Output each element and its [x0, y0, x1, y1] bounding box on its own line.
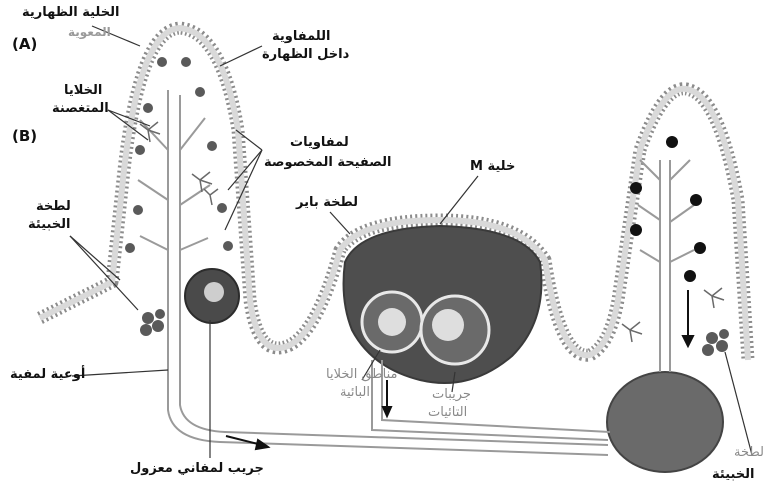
epithelial-cell-label-2: المعوية [68, 26, 111, 40]
isolated-follicle-glow [204, 282, 224, 302]
isolated-follicle-label: جريب لمفاني معزول [130, 462, 264, 477]
germinal-patch-right-cluster [702, 329, 729, 356]
epithelial-cell-label-1: الخلية الظهارية [22, 6, 119, 21]
m-cell-label: خلية M [470, 160, 515, 175]
lamina-propria-label-2: الصفيحة المخصوصة [264, 156, 391, 171]
lymph-vessels-label: أوعية لمفية [10, 368, 85, 383]
label-b: (B) [12, 128, 37, 145]
intraepithelial-lymph-label-2: داخل الظهارة [262, 48, 349, 63]
t-cell-follicles-label-1: جريبات [432, 388, 471, 403]
germinal-patch-right-label-1: لطخة [734, 446, 764, 461]
germinal-patch-left-cluster [140, 309, 165, 336]
germinal-center-glow-2 [432, 309, 464, 341]
b-cell-zone-label-1: مناطق الخلايا [326, 368, 397, 383]
dendritic-cells-label-1: الخلايا [64, 84, 102, 99]
germinal-patch-left-label-2: الخبيئة [28, 218, 71, 233]
b-cell-zone-label-2: البائية [340, 386, 370, 401]
germinal-patch-right-label-2: الخبيئة [712, 468, 755, 483]
lamina-propria-label-1: لمفاويات [290, 136, 349, 151]
dendritic-cells-label-2: المتغصنة [52, 102, 109, 117]
peyers-patch-label: لطخة باير [296, 196, 358, 211]
t-cell-follicles-label-2: التائيات [428, 406, 467, 421]
villus-branches-right [638, 160, 694, 262]
label-a: (A) [12, 36, 37, 53]
germinal-center-glow-1 [378, 308, 406, 336]
germinal-patch-left-label-1: لطخة [36, 200, 71, 215]
intraepithelial-lymph-label-1: اللمفاوية [272, 30, 330, 45]
lymph-node [607, 372, 723, 472]
